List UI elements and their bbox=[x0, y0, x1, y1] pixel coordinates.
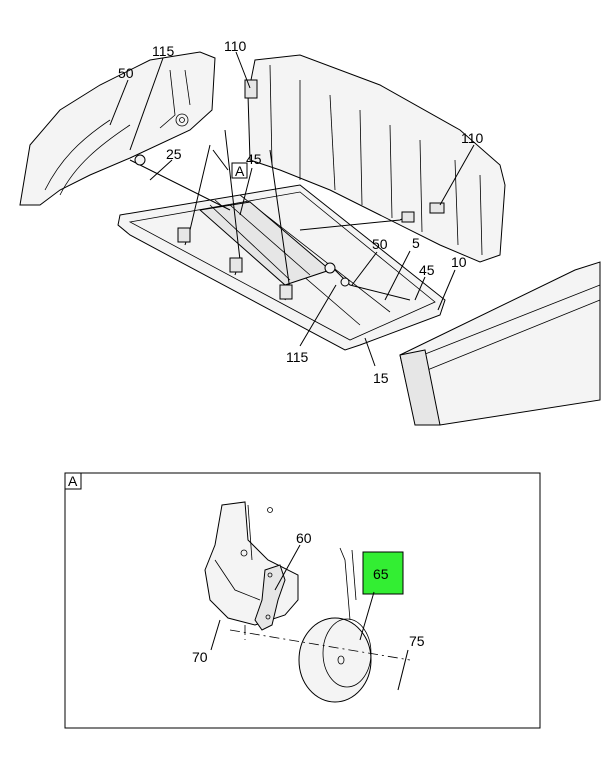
view-ref-marker: A bbox=[231, 162, 248, 179]
cab-back-wall-left bbox=[19, 51, 216, 206]
leader-75 bbox=[397, 649, 409, 691]
callout-45-right: 45 bbox=[419, 262, 435, 278]
callout-110-top: 110 bbox=[224, 38, 247, 54]
callouts-upper: 115 110 50 25 45 110 50 5 45 10 115 15 bbox=[118, 38, 484, 386]
callout-5: 5 bbox=[412, 235, 420, 251]
callout-110-right: 110 bbox=[461, 130, 484, 146]
callout-75: 75 bbox=[409, 633, 425, 649]
harness-straps bbox=[129, 79, 445, 301]
bunk-frame bbox=[117, 184, 446, 351]
callout-25: 25 bbox=[166, 146, 182, 162]
detail-view-label: A bbox=[68, 473, 78, 489]
leader-70 bbox=[210, 619, 221, 651]
leader-60 bbox=[274, 544, 301, 591]
callout-115-top: 115 bbox=[152, 43, 175, 59]
callout-10: 10 bbox=[451, 254, 467, 270]
callout-65-highlight bbox=[362, 551, 404, 595]
leader-65 bbox=[359, 591, 375, 641]
detail-view-a: A 65 60 70 75 bbox=[64, 472, 541, 729]
callout-15: 15 bbox=[373, 370, 389, 386]
callout-70: 70 bbox=[192, 649, 208, 665]
callout-50-mid: 50 bbox=[372, 236, 388, 252]
callout-115-bottom: 115 bbox=[286, 349, 309, 365]
view-ref-label: A bbox=[235, 163, 245, 179]
callout-45-top: 45 bbox=[246, 151, 262, 167]
callout-50-top: 50 bbox=[118, 65, 134, 81]
disc-part bbox=[298, 617, 372, 703]
callout-65: 65 bbox=[373, 566, 389, 582]
rear-floor-panel bbox=[399, 261, 601, 426]
leader-lines-upper bbox=[109, 51, 475, 367]
detail-view-frame bbox=[64, 472, 541, 729]
callout-60: 60 bbox=[296, 530, 312, 546]
